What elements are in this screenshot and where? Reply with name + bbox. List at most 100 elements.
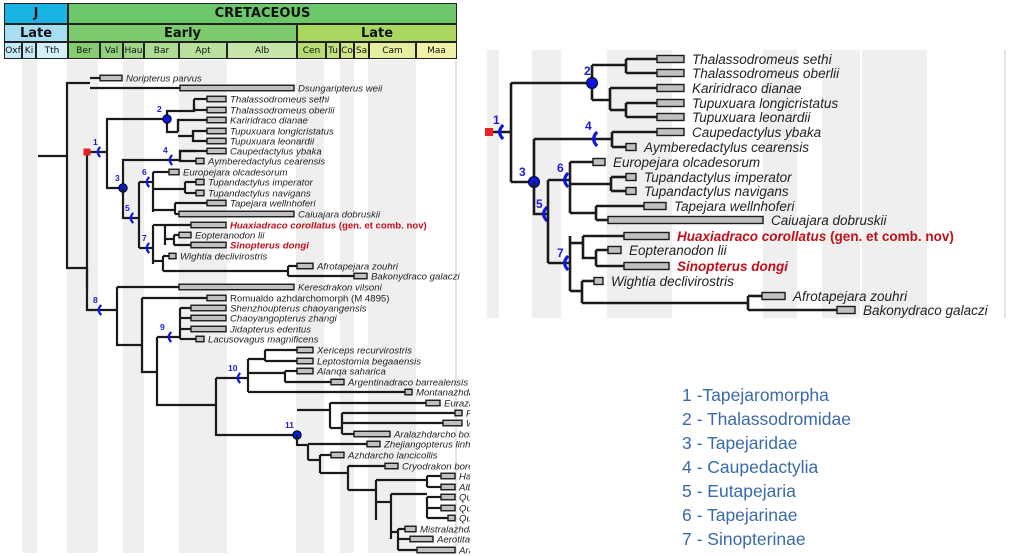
taxon-label: Kariridraco dianae <box>692 81 802 96</box>
taxon-label: Chaoyangopterus zhangi <box>230 313 338 324</box>
legend-item: 2 - Thalassodromidae <box>682 409 851 429</box>
stratigraphic-range-bar <box>296 346 314 354</box>
branch-line <box>178 159 196 163</box>
branch-line <box>105 152 123 190</box>
stage-tithonian: Tth <box>36 42 68 59</box>
branch-line <box>85 268 117 312</box>
stem-based-clade-icon <box>563 171 570 189</box>
stratigraphic-range-bar <box>206 137 227 145</box>
stratigraphic-range-bar <box>440 483 456 491</box>
node-number-label: 3 <box>519 165 526 179</box>
stratigraphic-range-bar <box>353 272 368 280</box>
branch-line <box>581 243 596 260</box>
stage-aptian: Apt <box>179 42 227 59</box>
stratigraphic-range-bar <box>195 157 205 165</box>
stratigraphic-range-bar <box>206 294 227 302</box>
taxon-label: Albadraco tharmisensis <box>458 482 470 493</box>
stratigraphic-range-bar <box>623 231 670 241</box>
taxon-label: Caiuajara dobruskii <box>298 209 381 220</box>
stage-coniacian: Co <box>340 42 354 59</box>
taxon-label: Sinopterus dongi <box>677 259 788 274</box>
taxon-label: Eopteranodon lii <box>629 243 728 258</box>
taxon-label: Wightia declivirostris <box>611 274 734 289</box>
stratigraphic-range-bar <box>656 54 685 64</box>
node-number-label: 10 <box>228 363 238 373</box>
node-number-label: 1 <box>493 113 500 127</box>
stratigraphic-range-bar <box>168 252 177 260</box>
stratigraphic-range-bar <box>404 388 413 396</box>
root-marker-icon <box>485 128 493 136</box>
taxon-label: Quetzalcoatlus lawsoni <box>459 503 470 514</box>
stem-based-clade-icon <box>96 146 102 158</box>
stage-turonian: Tu <box>326 42 340 59</box>
root-marker-icon <box>83 148 91 156</box>
stratigraphic-range-bar <box>656 83 685 93</box>
taxon-label: Thalassodromeus oberlii <box>692 66 840 81</box>
legend-item: 4 - Caupedactylia <box>682 457 819 477</box>
epoch-late-jurassic: Late <box>4 24 68 42</box>
node-number-label: 4 <box>585 119 592 133</box>
stage-kimmeridgian: Ki <box>22 42 36 59</box>
stratigraphic-range-bar <box>296 357 314 365</box>
stratigraphic-range-bar <box>330 378 345 386</box>
node-number-label: 3 <box>115 173 120 183</box>
stratigraphic-range-bar <box>195 178 205 186</box>
branch-line <box>178 149 207 160</box>
taxon-label: Afrotapejara zouhri <box>792 289 908 304</box>
stage-barremian: Bar <box>144 42 179 59</box>
node-number-label: 5 <box>125 203 130 213</box>
stem-based-clade-icon <box>97 304 103 316</box>
taxon-label: Alanqa saharica <box>316 366 386 377</box>
taxon-label: Keresdrakon vilsoni <box>298 282 383 293</box>
time-stripe <box>822 50 860 318</box>
time-stripe <box>368 60 416 553</box>
stratigraphic-range-bar <box>178 231 192 239</box>
stratigraphic-range-bar <box>206 116 227 124</box>
legend-item: 5 - Eutapejaria <box>682 481 796 501</box>
node-number-label: 1 <box>93 137 98 147</box>
stratigraphic-range-bar <box>409 535 434 543</box>
time-stripe <box>123 60 144 553</box>
stratigraphic-range-bar <box>296 262 314 270</box>
stratigraphic-range-bar <box>404 525 417 533</box>
stage-campanian: Cam <box>369 42 416 59</box>
node-number-label: 5 <box>536 197 543 211</box>
taxon-label: Thalassodromeus sethi <box>230 94 330 105</box>
taxon-label: Phosphatodraco mauritanicus <box>466 408 470 419</box>
time-stripe <box>340 60 354 553</box>
taxon-label: Jidapterus edentus <box>229 324 311 335</box>
taxon-label: Wellnhopterus brevirostris <box>466 418 470 429</box>
taxon-label: Huaxiadraco corollatus (gen. et comb. no… <box>677 229 954 244</box>
node-number-label: 7 <box>557 246 564 260</box>
node-number-label: 9 <box>160 322 165 332</box>
stratigraphic-range-bar <box>99 74 123 82</box>
period-jurassic: J <box>4 3 68 24</box>
taxon-label: Noripterus parvus <box>126 73 202 84</box>
taxon-label: Aerotitan sudamericanus <box>436 534 470 545</box>
legend-item: 6 - Tapejarinae <box>682 505 798 525</box>
taxon-label: Aymberedactylus cearensis <box>207 156 325 167</box>
stratigraphic-range-bar <box>206 199 227 207</box>
branch-line <box>65 156 87 270</box>
stratigraphic-range-bar <box>656 98 685 108</box>
branch-line <box>176 118 207 132</box>
time-stripe <box>607 50 672 318</box>
stratigraphic-range-bar <box>625 172 637 182</box>
stem-based-clade-icon <box>168 154 174 166</box>
taxon-label: Mistralazhdarcho maggii <box>420 524 470 535</box>
taxon-label: Romualdo azhdarchomorph (M 4895) <box>230 293 389 304</box>
stratigraphic-range-bar <box>366 440 381 448</box>
stem-based-clade-icon <box>167 331 173 343</box>
taxon-label: Thalassodromeus sethi <box>692 52 833 67</box>
stratigraphic-range-bar <box>206 95 227 103</box>
stratigraphic-range-bar <box>330 451 345 459</box>
taxon-label: Dsungaripterus weii <box>298 83 383 94</box>
taxon-label: Tapejara wellnhoferi <box>674 199 795 214</box>
branch-line <box>65 81 90 156</box>
taxon-label: Arambourgiania philadelphiae <box>458 545 470 556</box>
stratigraphic-range-bar <box>656 127 685 137</box>
time-stripe <box>67 60 98 553</box>
taxon-label: Tupuxuara leonardii <box>692 110 811 125</box>
legend-item: 3 - Tapejaridae <box>682 433 798 453</box>
taxon-label: Thalassodromeus oberlii <box>230 105 335 116</box>
